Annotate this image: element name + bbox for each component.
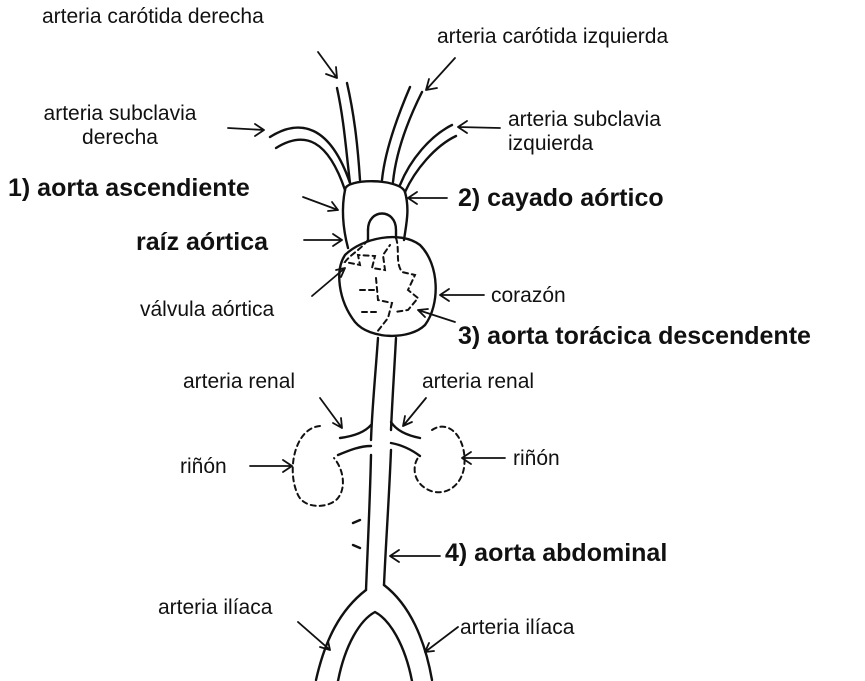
label-abdominal-aorta: 4) aorta abdominal — [445, 539, 667, 568]
label-subclavian-left: arteria subclavia izquierda — [508, 108, 661, 156]
label-renal-artery-right-side: arteria renal — [422, 370, 534, 394]
left-subclavian-artery — [400, 125, 456, 192]
label-aortic-valve: válvula aórtica — [140, 298, 274, 322]
label-carotid-right: arteria carótida derecha — [42, 5, 264, 29]
label-kidney-right-side: riñón — [513, 447, 560, 471]
left-carotid-artery — [382, 87, 422, 182]
heart — [339, 237, 435, 336]
label-aortic-arch: 2) cayado aórtico — [458, 184, 664, 213]
label-iliac-right-side: arteria ilíaca — [460, 616, 574, 640]
kidney-left-side — [293, 426, 343, 506]
label-kidney-left-side: riñón — [180, 455, 227, 479]
abdominal-aorta — [353, 450, 391, 590]
label-heart: corazón — [491, 284, 566, 308]
kidney-right-side — [415, 427, 465, 493]
label-thoracic-aorta: 3) aorta torácica descendente — [458, 322, 811, 351]
label-subclavian-right: arteria subclavia derecha — [16, 102, 224, 150]
iliac-arteries — [316, 585, 432, 681]
right-subclavian-artery — [270, 128, 350, 190]
label-iliac-left-side: arteria ilíaca — [158, 596, 272, 620]
renal-arteries — [338, 422, 420, 456]
label-subclavian-right-line1: arteria subclavia — [16, 102, 224, 126]
label-aortic-root: raíz aórtica — [136, 228, 268, 257]
label-renal-artery-left-side: arteria renal — [183, 370, 295, 394]
label-ascending-aorta: 1) aorta ascendiente — [8, 174, 250, 203]
label-subclavian-right-line2: derecha — [16, 126, 224, 150]
label-subclavian-left-line1: arteria subclavia — [508, 108, 661, 132]
label-subclavian-left-line2: izquierda — [508, 132, 661, 156]
label-carotid-left: arteria carótida izquierda — [437, 25, 668, 49]
right-carotid-artery — [337, 83, 360, 183]
